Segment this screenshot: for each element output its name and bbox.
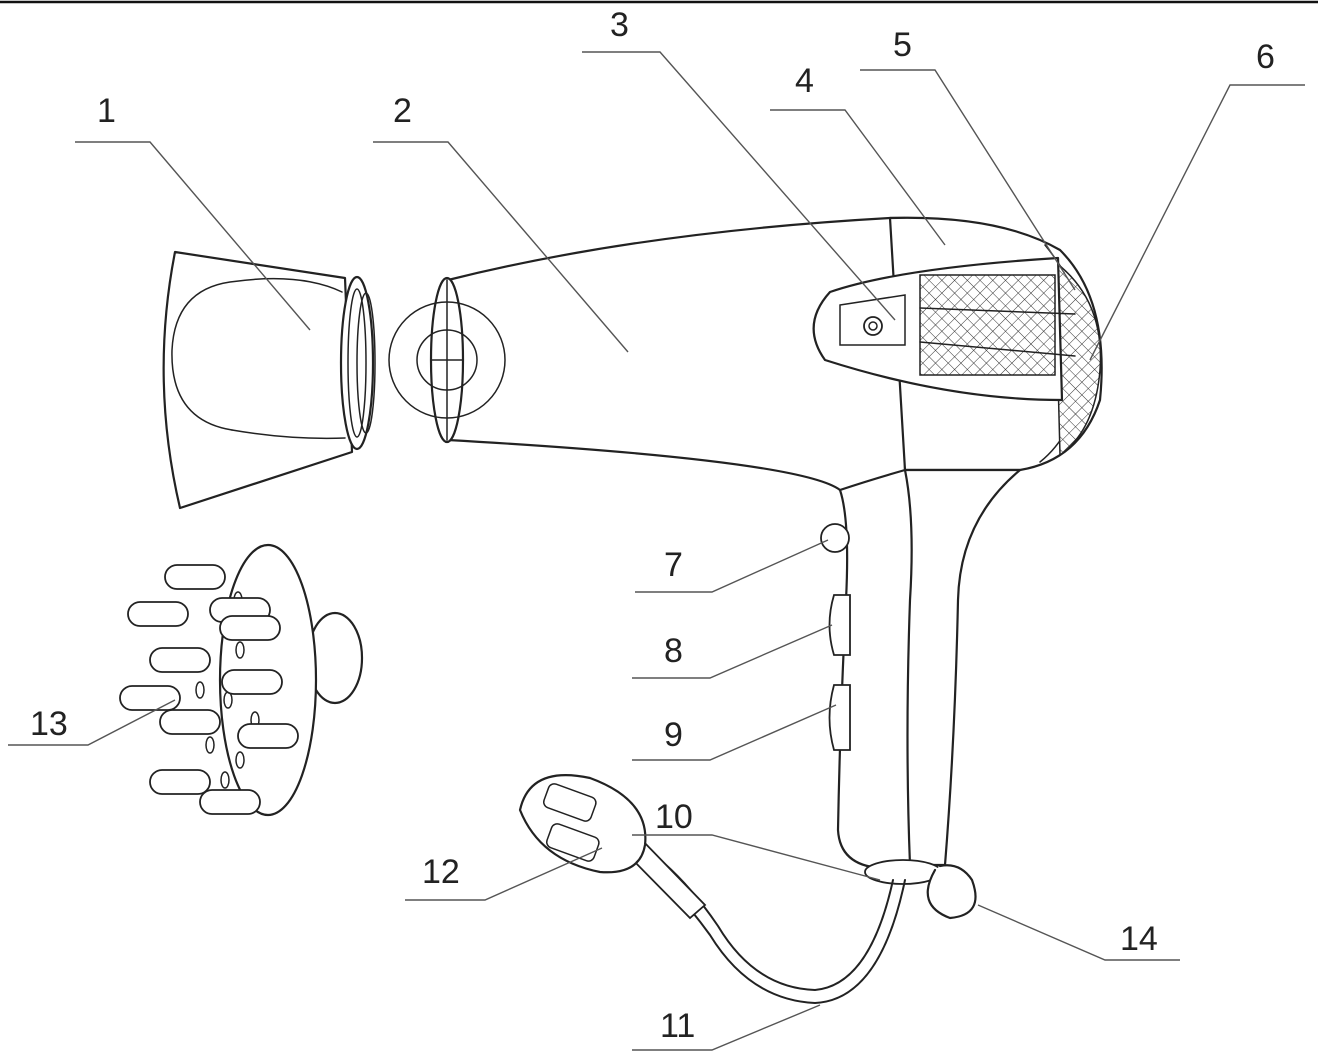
diffuser xyxy=(119,543,364,817)
callout-6: 6 xyxy=(1256,38,1275,76)
dryer-body xyxy=(388,216,1103,920)
leader-8 xyxy=(632,624,833,679)
leader-11 xyxy=(632,1004,821,1051)
callout-10: 10 xyxy=(655,798,693,836)
leader-2 xyxy=(373,141,629,353)
concentrator-nozzle xyxy=(162,250,376,510)
callout-labels: 1 2 3 4 5 6 7 8 9 10 11 12 13 14 xyxy=(30,6,1275,1045)
leader-9 xyxy=(632,704,837,761)
leader-7 xyxy=(635,539,829,593)
leader-10 xyxy=(632,834,881,881)
leader-6 xyxy=(1089,84,1305,361)
callout-12: 12 xyxy=(422,853,460,891)
leader-14 xyxy=(977,904,1180,961)
callout-3: 3 xyxy=(610,6,629,44)
leader-3 xyxy=(582,51,896,321)
callout-7: 7 xyxy=(664,546,683,584)
callout-8: 8 xyxy=(664,632,683,670)
leader-13 xyxy=(8,699,176,746)
leader-12 xyxy=(405,847,603,901)
leader-5 xyxy=(860,69,1076,291)
callout-5: 5 xyxy=(893,26,912,64)
callout-2: 2 xyxy=(393,92,412,130)
callout-1: 1 xyxy=(97,92,116,130)
callout-9: 9 xyxy=(664,716,683,754)
leader-lines xyxy=(8,51,1305,1051)
callout-14: 14 xyxy=(1120,920,1158,958)
leader-1 xyxy=(75,141,311,331)
power-cord-and-plug xyxy=(518,774,906,1005)
callout-4: 4 xyxy=(795,62,814,100)
leader-4 xyxy=(770,109,946,246)
callout-11: 11 xyxy=(660,1007,695,1045)
callout-13: 13 xyxy=(30,705,68,743)
